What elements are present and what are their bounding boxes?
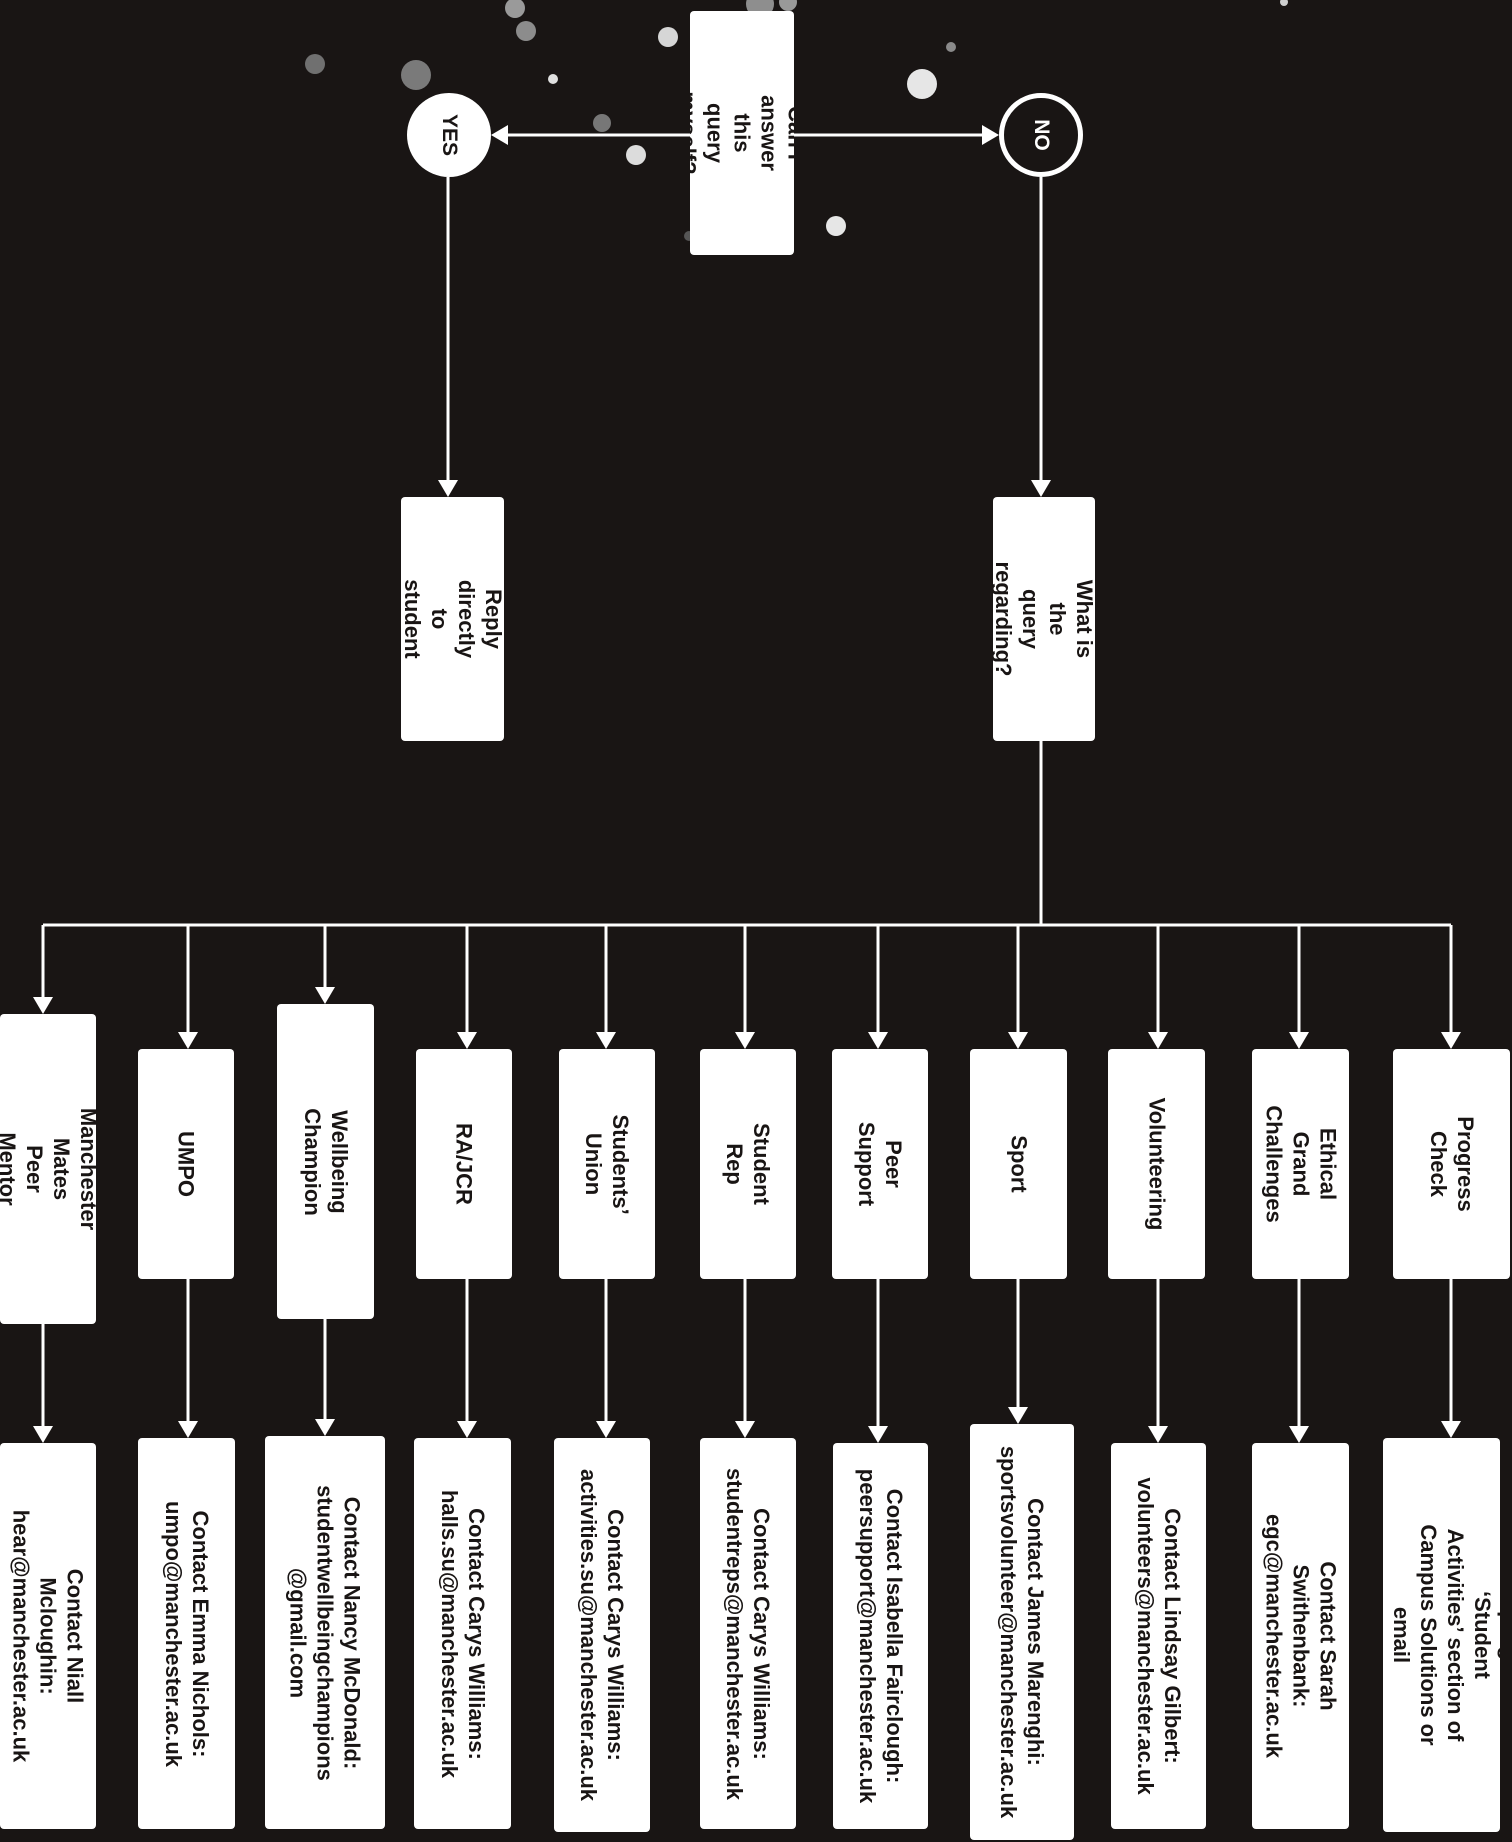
reply-directly-box: Reply directly to student <box>401 497 504 741</box>
category-action-box: Contact Niall Mcloughin: hear@manchester… <box>0 1443 96 1829</box>
category-action-box-text: Contact Carys Williams: halls.su@manches… <box>436 1489 490 1777</box>
arrow-head <box>1289 1426 1309 1443</box>
arrow-head <box>315 1419 335 1436</box>
category-action-box: Contact Carys Williams: activities.su@ma… <box>554 1438 650 1832</box>
arrow-head <box>33 997 53 1014</box>
arrow-head <box>868 1032 888 1049</box>
arrow-head <box>735 1032 755 1049</box>
yes-label: YES <box>437 114 461 156</box>
category-action-box: Contact Emma Nichols: umpo@manchester.ac… <box>138 1438 235 1829</box>
arrow-head <box>1148 1426 1168 1443</box>
arrow-head <box>868 1426 888 1443</box>
category-action-box-text: Contact Isabella Fairclough: peersupport… <box>854 1469 908 1803</box>
arrow-head <box>1148 1032 1168 1049</box>
reply-directly-text: Reply directly to student <box>401 579 504 658</box>
category-topic-box-text: Wellbeing Champion <box>299 1108 353 1216</box>
category-action-box-text: Contact Nancy McDonald: studentwellbeing… <box>285 1485 366 1781</box>
arrow-head <box>33 1426 53 1443</box>
arrow-head <box>457 1421 477 1438</box>
category-topic-box: Student Rep <box>700 1049 796 1279</box>
arrow-head <box>596 1421 616 1438</box>
category-topic-box-text: Student Rep <box>721 1123 775 1205</box>
category-topic-box: Ethical Grand Challenges <box>1252 1049 1349 1279</box>
category-topic-box-text: UMPO <box>173 1131 200 1197</box>
category-topic-box-text: Sport <box>1005 1135 1032 1192</box>
category-topic-box-text: Progress Check <box>1425 1116 1479 1211</box>
arrow-head <box>1008 1407 1028 1424</box>
start-question-text: Can I answer this query myself? <box>690 91 794 174</box>
arrow-head <box>457 1032 477 1049</box>
query-regarding-box: What is the query regarding? <box>993 497 1095 741</box>
category-action-box-text: Contact Emma Nichols: umpo@manchester.ac… <box>160 1501 214 1767</box>
category-topic-box-text: Volunteering <box>1143 1098 1170 1231</box>
category-topic-box: RA/JCR <box>416 1049 512 1279</box>
no-node: NO <box>999 93 1083 177</box>
category-topic-box-text: Students’ Union <box>580 1114 634 1213</box>
arrow-head <box>1031 480 1051 497</box>
category-action-box: Check progress in ‘Student Activities’ s… <box>1383 1438 1500 1832</box>
arrow-head <box>982 125 999 145</box>
category-action-box: Contact James Marenghi: sportsvolunteer@… <box>970 1424 1074 1840</box>
arrow-head <box>315 987 335 1004</box>
category-action-box-text: Contact James Marenghi: sportsvolunteer@… <box>995 1446 1049 1818</box>
category-topic-box-text: Peer Support <box>853 1122 907 1206</box>
category-topic-box-text: RA/JCR <box>451 1123 478 1205</box>
category-action-box: Contact Lindsay Gilbert: volunteers@manc… <box>1111 1443 1206 1829</box>
arrow-head <box>178 1032 198 1049</box>
category-topic-box: UMPO <box>138 1049 234 1279</box>
category-action-box-text: Contact Carys Williams: studentreps@manc… <box>721 1467 775 1799</box>
arrow-head <box>1008 1032 1028 1049</box>
category-topic-box: Progress Check <box>1393 1049 1510 1279</box>
arrow-head <box>1441 1032 1461 1049</box>
arrow-head <box>438 480 458 497</box>
arrow-head <box>1441 1421 1461 1438</box>
category-topic-box: Students’ Union <box>559 1049 655 1279</box>
category-action-box-text: Contact Lindsay Gilbert: volunteers@manc… <box>1132 1477 1186 1794</box>
category-topic-box-text: Ethical Grand Challenges <box>1260 1105 1341 1222</box>
category-action-box: Contact Isabella Fairclough: peersupport… <box>833 1443 928 1829</box>
category-action-box: Contact Sarah Swithenbank: egc@mancheste… <box>1252 1443 1349 1829</box>
category-topic-box: Peer Support <box>832 1049 928 1279</box>
category-action-box-text: Check progress in ‘Student Activities’ s… <box>1383 1497 1500 1773</box>
category-action-box: Contact Carys Williams: studentreps@manc… <box>700 1438 796 1829</box>
category-action-box-text: Contact Carys Williams: activities.su@ma… <box>575 1469 629 1801</box>
category-topic-box-text: Manchester Mates Peer Mentor <box>0 1108 96 1230</box>
category-action-box-text: Contact Niall Mcloughin: hear@manchester… <box>8 1510 89 1763</box>
arrow-head <box>596 1032 616 1049</box>
category-topic-box: Sport <box>970 1049 1067 1279</box>
category-topic-box: Volunteering <box>1108 1049 1205 1279</box>
start-question-box: Can I answer this query myself? <box>690 11 794 255</box>
arrow-head <box>178 1421 198 1438</box>
category-topic-box: Manchester Mates Peer Mentor <box>0 1014 96 1324</box>
category-topic-box: Wellbeing Champion <box>277 1004 374 1319</box>
query-regarding-text: What is the query regarding? <box>993 562 1095 677</box>
category-action-box-text: Contact Sarah Swithenbank: egc@mancheste… <box>1260 1514 1341 1758</box>
yes-node: YES <box>407 93 491 177</box>
category-action-box: Contact Nancy McDonald: studentwellbeing… <box>265 1436 385 1829</box>
arrow-head <box>491 125 508 145</box>
arrow-head <box>1289 1032 1309 1049</box>
category-action-box: Contact Carys Williams: halls.su@manches… <box>414 1438 511 1829</box>
arrow-head <box>735 1421 755 1438</box>
no-label: NO <box>1029 119 1053 151</box>
